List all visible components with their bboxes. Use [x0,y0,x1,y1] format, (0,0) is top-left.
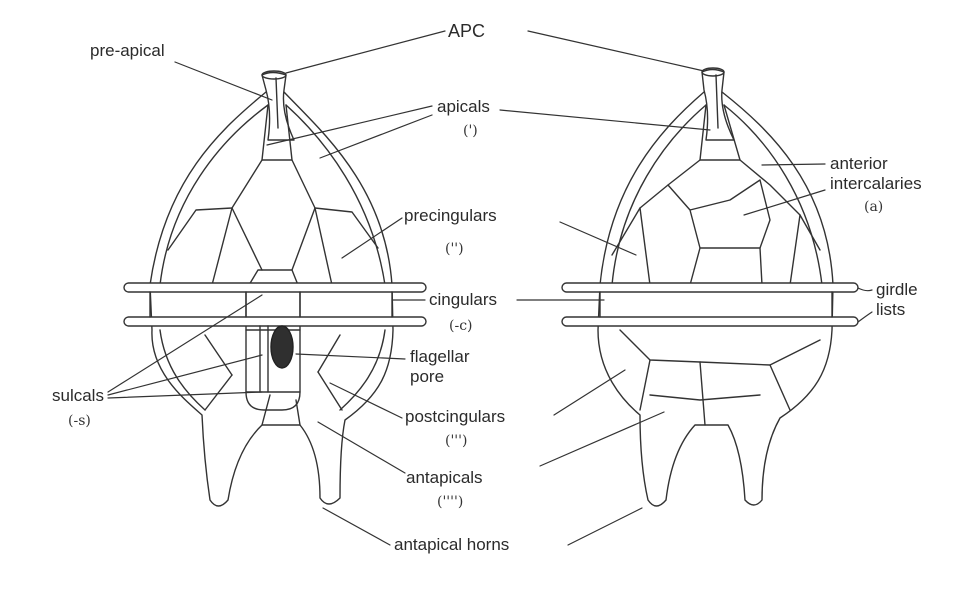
apicals-label: apicals [437,98,490,116]
right-body-outline [598,92,833,506]
postcingulars-label: postcingulars [405,408,505,426]
precingulars-label: precingulars [404,207,497,225]
cingulars-symbol: (-c) [449,318,473,334]
right-cingulum-bottom [562,317,858,326]
precingulars-symbol: ('') [445,241,464,257]
intercalaries-symbol: (a) [864,199,883,215]
ventral-view-cell [124,71,426,506]
apc-label: APC [448,22,485,40]
anterior-label: anterior [830,155,888,173]
left-cingulum-bottom [124,317,426,326]
antapicals-label: antapicals [406,469,483,487]
pore-label: pore [410,368,444,386]
antapical-horns-label: antapical horns [394,536,509,554]
flagellar-pore [271,326,293,368]
left-cingulum-top [124,283,426,292]
sulcals-symbol: (-s) [68,413,91,429]
cingulars-label: cingulars [429,291,497,309]
girdle-label: girdle [876,281,918,299]
antapicals-symbol: ('''') [437,494,463,510]
left-body-outline [150,92,393,506]
lists-label: lists [876,301,905,319]
sulcals-label: sulcals [52,387,104,405]
postcingulars-symbol: (''') [445,433,467,449]
pre-apical-label: pre-apical [90,42,165,60]
apicals-symbol: (') [463,123,478,139]
intercalaries-label: intercalaries [830,175,922,193]
flagellar-label: flagellar [410,348,470,366]
dorsal-view-cell [562,68,858,506]
right-cingulum-top [562,283,858,292]
